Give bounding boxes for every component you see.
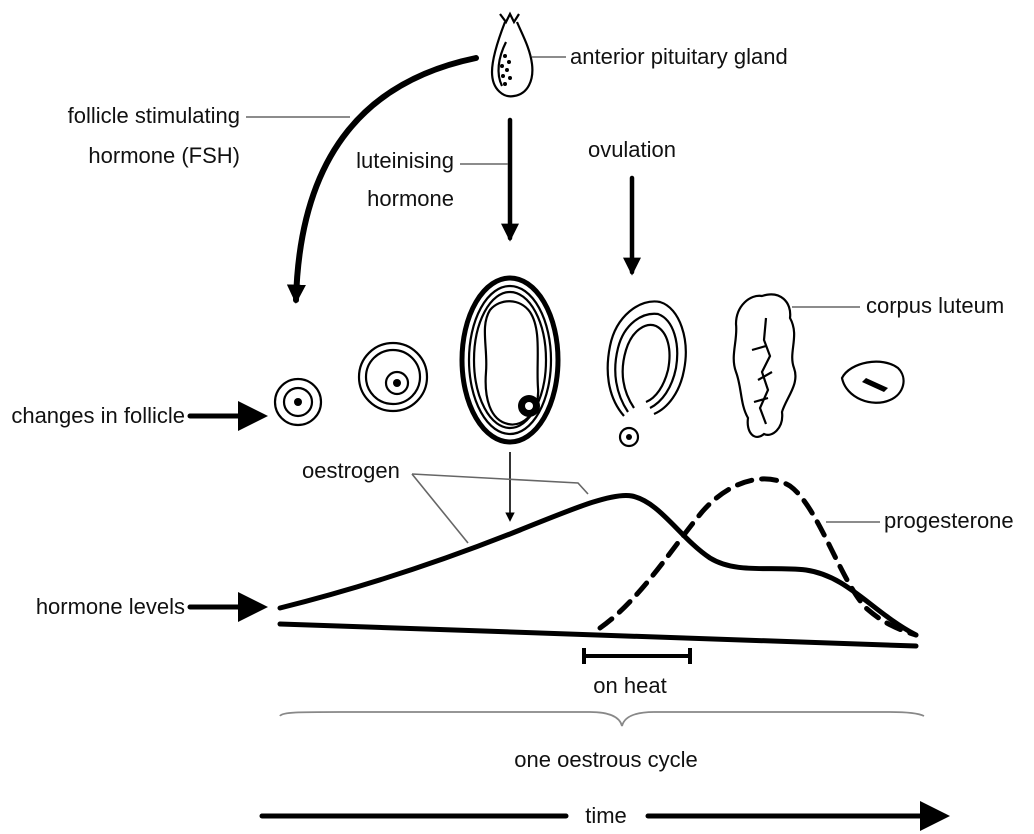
lh-label-line1: luteinising (356, 148, 454, 173)
follicle-stage-3 (462, 278, 558, 442)
hormone-levels-label: hormone levels (36, 594, 185, 619)
corpus-luteum-label: corpus luteum (866, 293, 1004, 318)
one-oestrous-cycle-label: one oestrous cycle (514, 747, 697, 772)
oestrogen-curve (280, 495, 916, 635)
on-heat-label: on heat (593, 673, 666, 698)
lh-label-line2: hormone (367, 186, 454, 211)
follicle-stage-2 (359, 343, 427, 411)
time-label: time (585, 803, 627, 828)
oestrogen-leader-1 (412, 474, 468, 543)
fsh-label-line2: hormone (FSH) (88, 143, 240, 168)
pituitary-gland-drawing (492, 14, 532, 96)
ovulation-label: ovulation (588, 137, 676, 162)
corpus-luteum-drawing (734, 294, 796, 436)
changes-in-follicle-label: changes in follicle (11, 403, 185, 428)
progesterone-label: progesterone (884, 508, 1014, 533)
regressed-corpus-albicans (842, 362, 904, 403)
fsh-arrow (296, 58, 476, 300)
hormone-level-graph (280, 479, 916, 646)
oestrous-cycle-brace (280, 712, 924, 726)
follicle-stage-4 (608, 301, 686, 446)
oestrogen-label: oestrogen (302, 458, 400, 483)
oestrogen-leader-2 (412, 474, 588, 494)
follicle-stage-1 (275, 379, 321, 425)
anterior-pituitary-label: anterior pituitary gland (570, 44, 788, 69)
on-heat-bracket (584, 648, 690, 664)
fsh-label-line1: follicle stimulating (68, 103, 240, 128)
